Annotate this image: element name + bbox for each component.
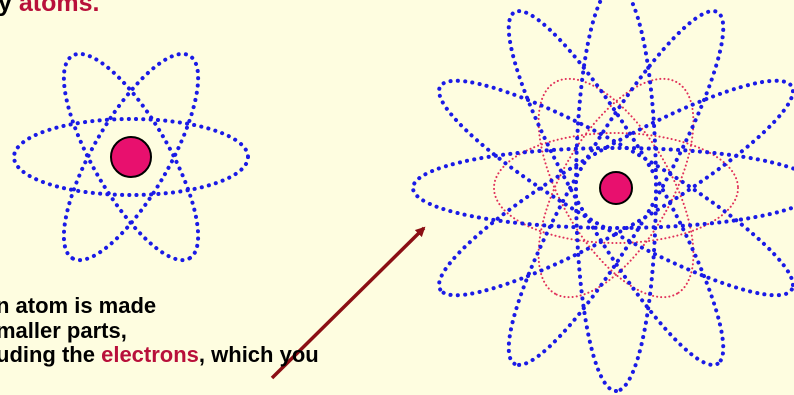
large-atom <box>411 0 794 393</box>
small-atom-nucleus <box>110 136 152 178</box>
caption-line-3-lead: uding the <box>0 342 102 367</box>
top-text: y atoms. <box>0 0 99 18</box>
caption-line-3-tail: , which you <box>198 342 319 367</box>
atoms-word: atoms. <box>18 0 100 17</box>
small-atom-orbit-3 <box>61 51 201 263</box>
large-atom-outer-orbit-6 <box>437 78 794 298</box>
large-atom-outer-orbit-4 <box>574 0 658 393</box>
large-atom-outer-orbit-2 <box>437 78 794 298</box>
electrons-word: electrons <box>101 342 199 367</box>
caption-line-1: n atom is made <box>0 293 157 318</box>
large-atom-outer-orbit-1 <box>411 146 794 230</box>
large-atom-outer-orbit-5 <box>506 9 726 367</box>
large-atom-outer-orbits <box>411 0 794 393</box>
caption-text: n atom is made maller parts, uding the e… <box>0 293 319 368</box>
large-atom-inner-orbit-3 <box>537 77 695 299</box>
large-atom-outer-orbit-3 <box>506 9 726 367</box>
large-atom-inner-orbit-1 <box>493 132 739 244</box>
large-atom-inner-orbits <box>493 77 739 299</box>
large-atom-inner-orbit-2 <box>537 77 695 299</box>
small-atom-orbits <box>12 51 250 263</box>
small-atom-orbit-2 <box>61 51 201 263</box>
small-atom <box>12 51 250 263</box>
caption-line-2: maller parts, <box>0 317 127 343</box>
top-text-lead: y <box>0 0 19 17</box>
small-atom-orbit-1 <box>12 117 250 197</box>
large-atom-nucleus <box>599 171 633 205</box>
pointer-arrow <box>270 226 426 380</box>
